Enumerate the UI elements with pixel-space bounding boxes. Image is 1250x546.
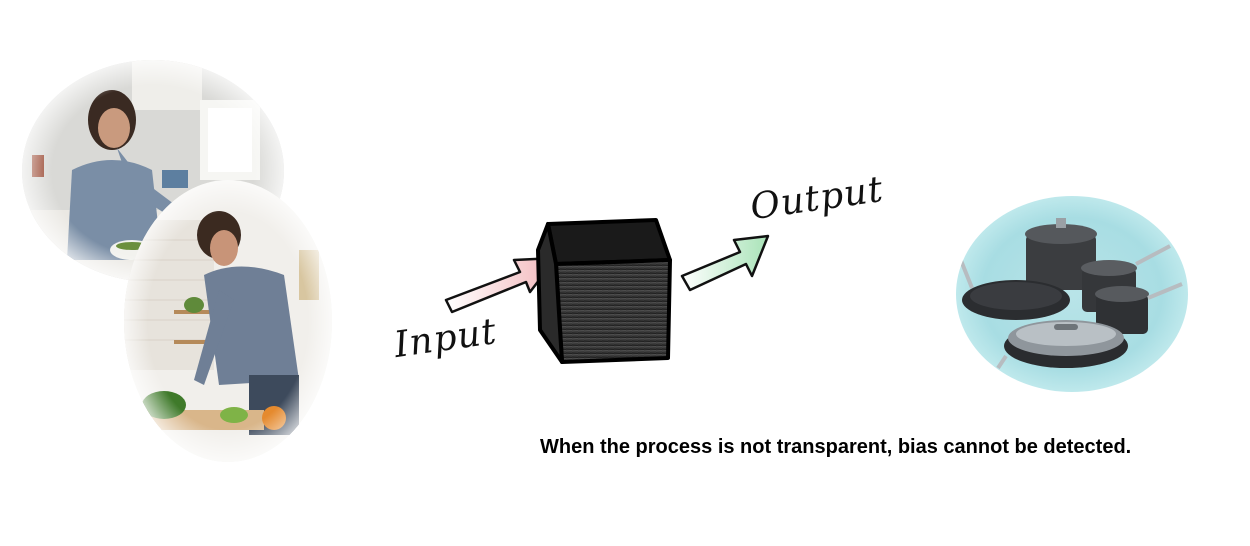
diagram-svg (444, 218, 770, 364)
caption-text: When the process is not transparent, bia… (540, 436, 1132, 458)
photo-woman-cooking-bottom (124, 180, 332, 462)
cookware-image (956, 196, 1188, 392)
black-box-cube-icon (536, 218, 672, 364)
output-arrow-icon (680, 234, 770, 292)
cookware-icon (956, 218, 1183, 370)
black-box-diagram (380, 160, 900, 400)
